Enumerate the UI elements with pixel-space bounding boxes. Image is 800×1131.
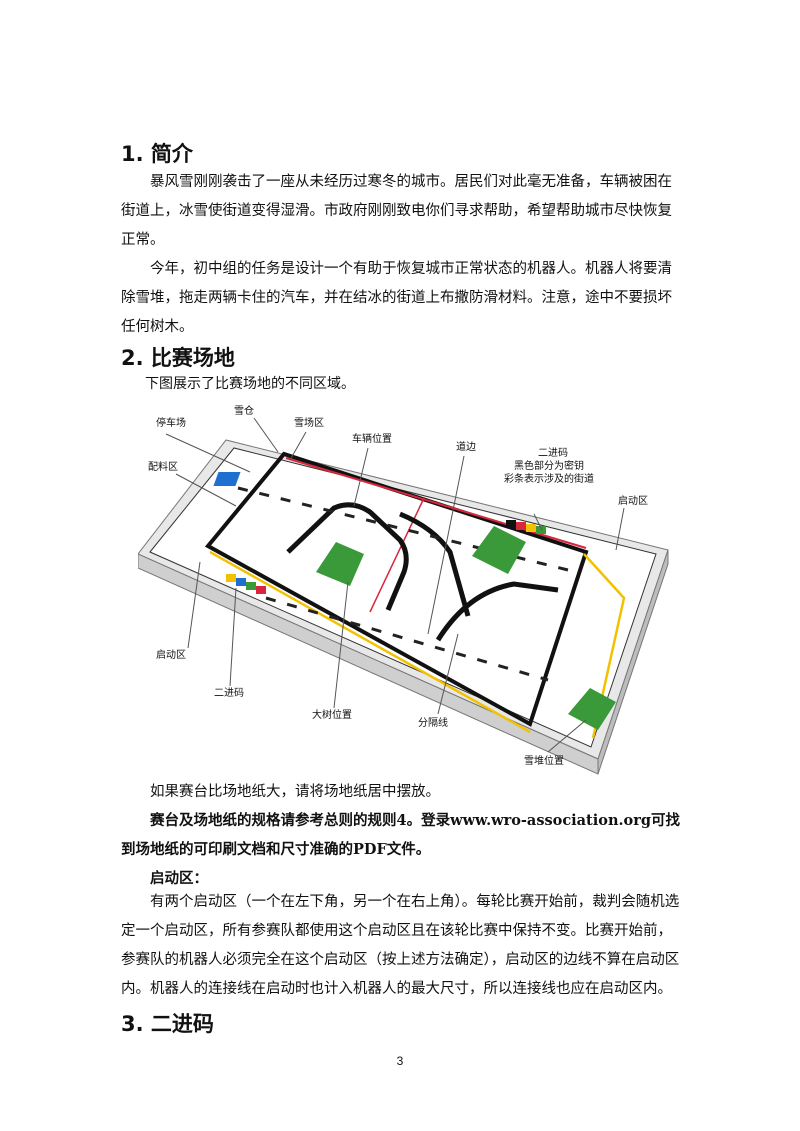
label-supply-area: 配料区 bbox=[148, 460, 178, 473]
label-start-area-left: 启动区 bbox=[156, 648, 186, 661]
label-parking: 停车场 bbox=[156, 416, 186, 429]
section-heading-intro: 1. 简介 bbox=[121, 142, 193, 166]
snow-pile-mat bbox=[568, 688, 616, 730]
red-line-divider bbox=[369, 497, 425, 613]
intro-paragraph-1: 暴风雪刚刚袭击了一座从未经历过寒冬的城市。居民们对此毫无准备，车辆被困在街道上，… bbox=[121, 174, 672, 248]
label-snow-pile-position: 雪堆位置 bbox=[524, 754, 564, 767]
binary-code-strip-bottom bbox=[226, 574, 266, 594]
label-start-area-right: 启动区 bbox=[618, 494, 648, 507]
label-car-position: 车辆位置 bbox=[352, 432, 392, 445]
intro-paragraph-2: 今年，初中组的任务是设计一个有助于恢复城市正常状态的机器人。机器人将要清除雪堆，… bbox=[121, 261, 672, 335]
start-area-title: 启动区： bbox=[150, 870, 208, 887]
parking-blue-zone bbox=[213, 472, 241, 486]
inner-road-middle bbox=[399, 511, 471, 617]
label-roadside: 道边 bbox=[456, 440, 476, 453]
dash-line-bottom bbox=[265, 596, 549, 682]
tree-mat-right bbox=[472, 526, 526, 574]
label-snow-field: 雪场区 bbox=[294, 416, 324, 429]
field-diagram: 停车场 雪仓 雪场区 车辆位置 道边 二进码 黑色部分为密钥 彩条表示涉及的街道… bbox=[138, 404, 669, 775]
label-binary-code-top-key: 黑色部分为密钥 bbox=[514, 459, 584, 472]
spec-note: 赛台及场地纸的规格请参考总则的规则4。登录www.wro-association… bbox=[121, 812, 680, 858]
label-binary-code-top: 二进码 bbox=[538, 447, 568, 459]
tree-mat-left bbox=[316, 542, 364, 586]
field-intro-text: 下图展示了比赛场地的不同区域。 bbox=[145, 376, 355, 392]
yellow-line-bottom bbox=[209, 550, 531, 734]
inner-loop-left bbox=[286, 502, 409, 611]
section-heading-binary: 3. 二进码 bbox=[121, 1012, 214, 1036]
yellow-line-right bbox=[583, 553, 626, 739]
label-binary-code-top-streets: 彩条表示涉及的街道 bbox=[504, 472, 594, 485]
section-heading-field: 2. 比赛场地 bbox=[121, 346, 235, 370]
after-figure-text: 如果赛台比场地纸大，请将场地纸居中摆放。 bbox=[150, 784, 440, 800]
page-number: 3 bbox=[396, 1054, 404, 1068]
start-area-text: 有两个启动区（一个在左下角，另一个在右上角）。每轮比赛开始前，裁判会随机选定一个… bbox=[121, 894, 680, 997]
label-divider: 分隔线 bbox=[418, 716, 448, 729]
table-right-side bbox=[597, 549, 669, 775]
binary-code-strip-top bbox=[506, 520, 546, 534]
road-outer-border bbox=[204, 451, 589, 727]
label-warehouse: 雪仓 bbox=[234, 404, 254, 417]
label-tree-position: 大树位置 bbox=[312, 708, 352, 721]
inner-road-right bbox=[435, 581, 559, 642]
field-mat bbox=[149, 447, 657, 748]
label-binary-code-bottom: 二进码 bbox=[214, 687, 244, 699]
